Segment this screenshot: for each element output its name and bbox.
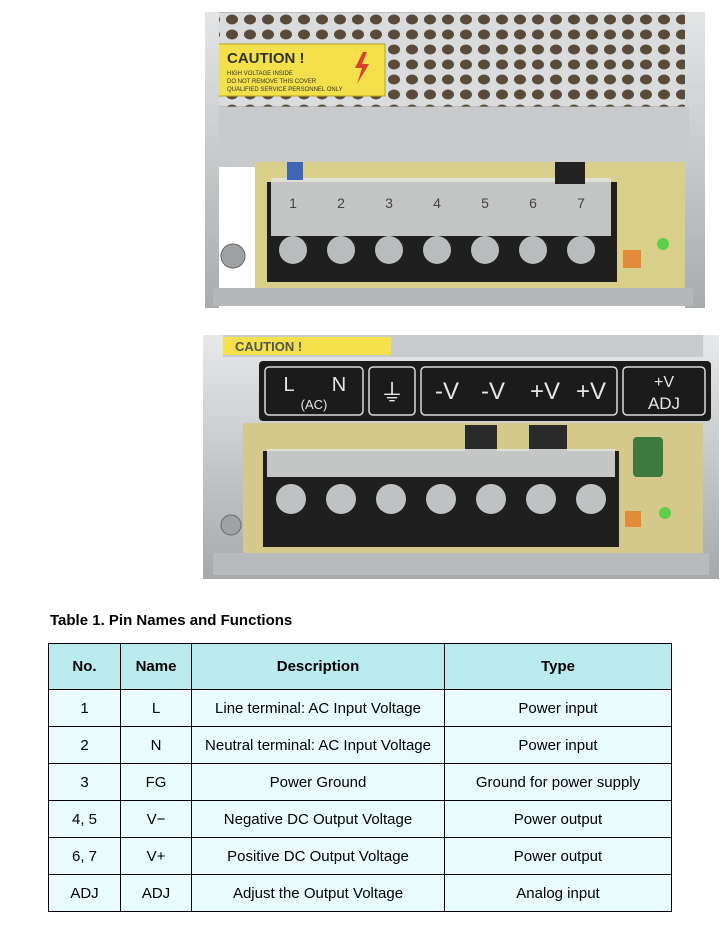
pin-functions-table: No. Name Description Type 1 L Line termi…	[48, 643, 672, 912]
label-ac: (AC)	[301, 397, 328, 412]
mounting-screw	[220, 243, 246, 269]
terminal-cover	[271, 178, 611, 236]
cell-no: 2	[48, 726, 121, 764]
table-row: 3 FG Power Ground Ground for power suppl…	[48, 763, 672, 801]
table-row: 4, 5 V− Negative DC Output Voltage Power…	[48, 800, 672, 838]
cell-name: FG	[120, 763, 192, 801]
cell-description: Neutral terminal: AC Input Voltage	[191, 726, 445, 764]
cell-type: Ground for power supply	[444, 763, 672, 801]
cell-name: V−	[120, 800, 192, 838]
cell-description: Positive DC Output Voltage	[191, 837, 445, 875]
label-v-minus: -V	[435, 378, 459, 405]
label-adj: ADJ	[648, 394, 680, 413]
cell-no: ADJ	[48, 874, 121, 912]
cell-description: Negative DC Output Voltage	[191, 800, 445, 838]
power-supply-photo-bottom: CAUTION ! L N (AC) ⏚ -V -V +V +V +V ADJ	[203, 333, 719, 581]
cell-no: 3	[48, 763, 121, 801]
terminal-screws	[276, 484, 606, 514]
terminal-number: 2	[337, 195, 345, 211]
caution-line: HIGH VOLTAGE INSIDE	[227, 71, 293, 77]
cell-name: ADJ	[120, 874, 192, 912]
table-row: 1 L Line terminal: AC Input Voltage Powe…	[48, 689, 672, 727]
terminal-number: 3	[385, 195, 393, 211]
label-l: L	[283, 374, 294, 396]
header-name: Name	[120, 643, 192, 690]
terminal-screws	[279, 236, 595, 264]
cell-type: Power output	[444, 800, 672, 838]
metal-front-panel	[219, 107, 689, 167]
caution-title: CAUTION !	[227, 50, 305, 67]
table-header-row: No. Name Description Type	[48, 643, 672, 690]
label-v-plus: +V	[576, 378, 606, 405]
table-caption: Table 1. Pin Names and Functions	[50, 612, 293, 629]
header-no: No.	[48, 643, 121, 690]
caution-title: CAUTION !	[235, 339, 302, 354]
label-adj-plus-v: +V	[654, 374, 674, 391]
cell-name: V+	[120, 837, 192, 875]
label-v-plus: +V	[530, 378, 560, 405]
cell-no: 6, 7	[48, 837, 121, 875]
cell-type: Power input	[444, 689, 672, 727]
power-supply-photo-top: CAUTION ! HIGH VOLTAGE INSIDE DO NOT REM…	[205, 12, 705, 308]
cell-no: 4, 5	[48, 800, 121, 838]
table-row: ADJ ADJ Adjust the Output Voltage Analog…	[48, 874, 672, 912]
terminal-cover	[267, 449, 615, 477]
label-v-minus: -V	[481, 378, 505, 405]
cell-description: Line terminal: AC Input Voltage	[191, 689, 445, 727]
cell-name: L	[120, 689, 192, 727]
led-indicator	[659, 507, 671, 519]
header-type: Type	[444, 643, 672, 690]
cell-description: Adjust the Output Voltage	[191, 874, 445, 912]
ground-icon: ⏚	[380, 380, 404, 407]
cell-no: 1	[48, 689, 121, 727]
mounting-screw	[220, 514, 242, 536]
caution-label	[214, 43, 386, 97]
lightning-icon	[355, 52, 369, 84]
adjust-potentiometer	[625, 511, 641, 527]
terminal-number: 7	[577, 195, 585, 211]
table-row: 6, 7 V+ Positive DC Output Voltage Power…	[48, 837, 672, 875]
cell-type: Analog input	[444, 874, 672, 912]
cell-name: N	[120, 726, 192, 764]
caution-line: DO NOT REMOVE THIS COVER	[227, 79, 317, 85]
terminal-number: 5	[481, 195, 489, 211]
adjust-potentiometer	[623, 250, 641, 268]
metal-housing-side	[205, 12, 219, 308]
label-n: N	[332, 374, 346, 396]
led-indicator	[657, 238, 669, 250]
cell-type: Power input	[444, 726, 672, 764]
cell-description: Power Ground	[191, 763, 445, 801]
terminal-number: 6	[529, 195, 537, 211]
caution-label	[223, 337, 391, 355]
header-description: Description	[191, 643, 445, 690]
cell-type: Power output	[444, 837, 672, 875]
terminal-number: 4	[433, 195, 441, 211]
label-panel	[259, 361, 711, 421]
caution-line: QUALIFIED SERVICE PERSONNEL ONLY	[227, 87, 343, 93]
terminal-number: 1	[289, 195, 297, 211]
table-row: 2 N Neutral terminal: AC Input Voltage P…	[48, 726, 672, 764]
